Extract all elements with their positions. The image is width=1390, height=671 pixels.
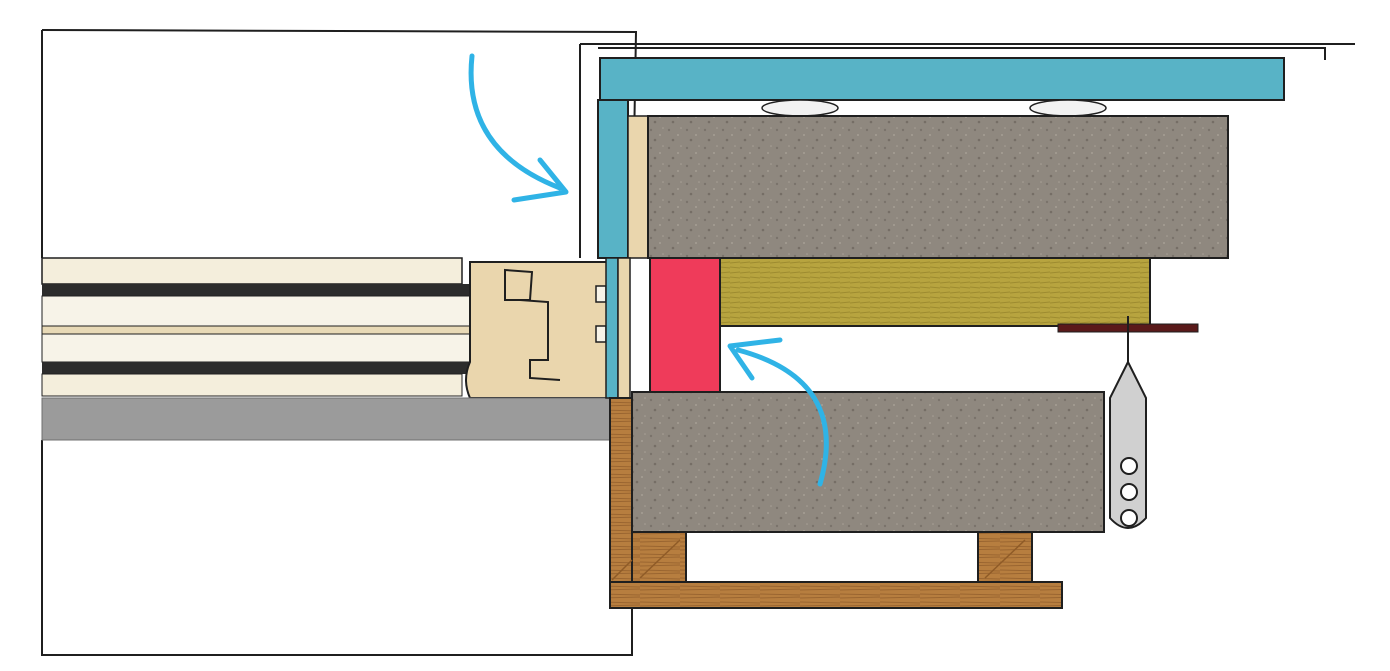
mineral-wool-layer xyxy=(717,257,1151,327)
arrow-upper xyxy=(468,53,569,203)
external-insulation-board xyxy=(599,57,1285,101)
window-glazing-unit xyxy=(41,257,473,397)
lower-masonry-block xyxy=(631,391,1105,533)
top-flashing-line xyxy=(579,43,1355,258)
lintel-bar xyxy=(1057,316,1199,362)
support-bolts xyxy=(1120,457,1138,527)
arrow-lower xyxy=(727,337,829,487)
upper-masonry-block xyxy=(647,115,1229,259)
timber-frame xyxy=(609,397,1063,609)
steel-bracket xyxy=(1109,359,1147,529)
air-seal-strip xyxy=(649,257,721,395)
cavity-ties xyxy=(761,99,1107,117)
sill-board xyxy=(41,397,613,441)
vertical-insulation-strip xyxy=(597,99,649,399)
window-frame xyxy=(465,261,614,399)
